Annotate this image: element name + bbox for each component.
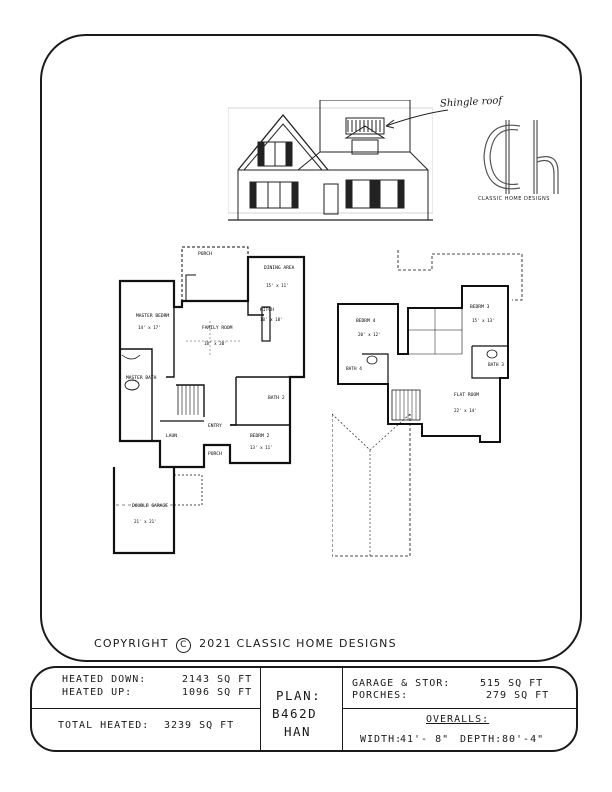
flat-room-label: FLAT ROOM (454, 392, 479, 398)
total-heated-label: TOTAL HEATED: (58, 720, 150, 731)
copyright-prefix: COPYRIGHT (94, 637, 169, 650)
sheet-border (40, 34, 582, 662)
front-elevation-drawing (228, 100, 433, 221)
family-room-label: FAMILY ROOM (202, 325, 233, 331)
plan-label: PLAN: (276, 688, 322, 703)
bedrm3-dim: 15' x 13' (472, 318, 495, 323)
plan-code: B462D (272, 706, 318, 721)
plan-suffix: HAN (284, 724, 312, 739)
title-block-divider-right (342, 668, 343, 750)
bath3-label: BATH 3 (488, 362, 504, 368)
porch-front-label: PORCH (208, 451, 222, 457)
bedrm2-dim: 13' x 11' (250, 445, 273, 450)
bedrm2-label: BEDRM 2 (250, 433, 270, 439)
copyright-symbol-icon: C (176, 638, 192, 653)
garage-label: DOUBLE GARAGE (132, 503, 168, 509)
title-block-hline-left (32, 708, 260, 709)
heated-up-value: 1096 SQ FT (182, 687, 253, 698)
title-block-hline-right (342, 708, 578, 709)
second-floor-plan: BEDRM 4 20' x 12' BEDRM 3 15' x 13' BATH… (331, 250, 532, 565)
garage-dim: 21' x 21' (134, 519, 157, 524)
copyright-text: 2021 CLASSIC HOME DESIGNS (199, 637, 397, 650)
entry-label: ENTRY (208, 423, 222, 429)
classic-home-designs-logo (483, 120, 559, 194)
flat-room-dim: 22' x 14' (454, 408, 477, 413)
bedrm4-dim: 20' x 12' (358, 332, 381, 337)
bath4-label: BATH 4 (346, 366, 362, 372)
master-bath-label: MASTER BATH (126, 375, 157, 381)
porches-label: PORCHES: (352, 690, 409, 701)
logo-caption: CLASSIC HOME DESIGNS (478, 196, 550, 202)
porch-top-label: PORCH (198, 251, 212, 257)
dining-dim: 15' x 11' (266, 283, 289, 288)
width-label: WIDTH: (360, 734, 403, 745)
family-room-dim: 18' x 20' (204, 341, 227, 346)
garage-stor-value: 515 SQ FT (480, 678, 544, 689)
master-dim: 14' x 17' (138, 325, 161, 330)
overalls-label: OVERALLS: (426, 714, 490, 725)
kitchen-label: KITCH (260, 307, 274, 313)
annotation-arrow-icon (385, 109, 449, 129)
kitchen-dim: 10' x 18' (260, 317, 283, 322)
title-block-divider-left (260, 668, 261, 750)
master-label: MASTER BEDRM (136, 313, 169, 319)
copyright-line: COPYRIGHT C 2021 CLASSIC HOME DESIGNS (94, 637, 397, 653)
heated-up-label: HEATED UP: (62, 687, 133, 698)
depth-label: DEPTH: (460, 734, 503, 745)
bedrm4-label: BEDRM 4 (356, 318, 376, 324)
garage-stor-label: GARAGE & STOR: (352, 678, 451, 689)
width-value: 41'- 8" (400, 734, 450, 745)
bedrm3-label: BEDRM 3 (470, 304, 490, 310)
dining-label: DINING AREA (264, 265, 295, 271)
depth-value: 80'-4" (502, 734, 545, 745)
bath2-label: BATH 2 (268, 395, 285, 401)
total-heated-value: 3239 SQ FT (164, 720, 235, 731)
heated-down-value: 2143 SQ FT (182, 674, 253, 685)
first-floor-plan: PORCH DINING AREA 15' x 11' MASTER BEDRM… (112, 245, 312, 560)
laun-label: LAUN (166, 433, 177, 439)
title-block: HEATED DOWN: 2143 SQ FT HEATED UP: 1096 … (30, 666, 578, 752)
porches-value: 279 SQ FT (486, 690, 550, 701)
heated-down-label: HEATED DOWN: (62, 674, 147, 685)
